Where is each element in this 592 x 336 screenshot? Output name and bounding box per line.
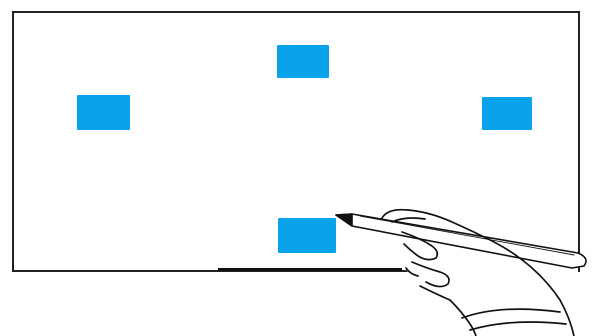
target-square-bottom[interactable] <box>278 218 336 253</box>
screen-frame <box>12 11 580 272</box>
target-square-left[interactable] <box>77 95 130 130</box>
screen-frame-bottom-accent <box>218 268 402 271</box>
screen-frame-bottom-edge <box>12 270 412 272</box>
target-square-top[interactable] <box>277 45 329 78</box>
target-square-right[interactable] <box>482 97 532 130</box>
